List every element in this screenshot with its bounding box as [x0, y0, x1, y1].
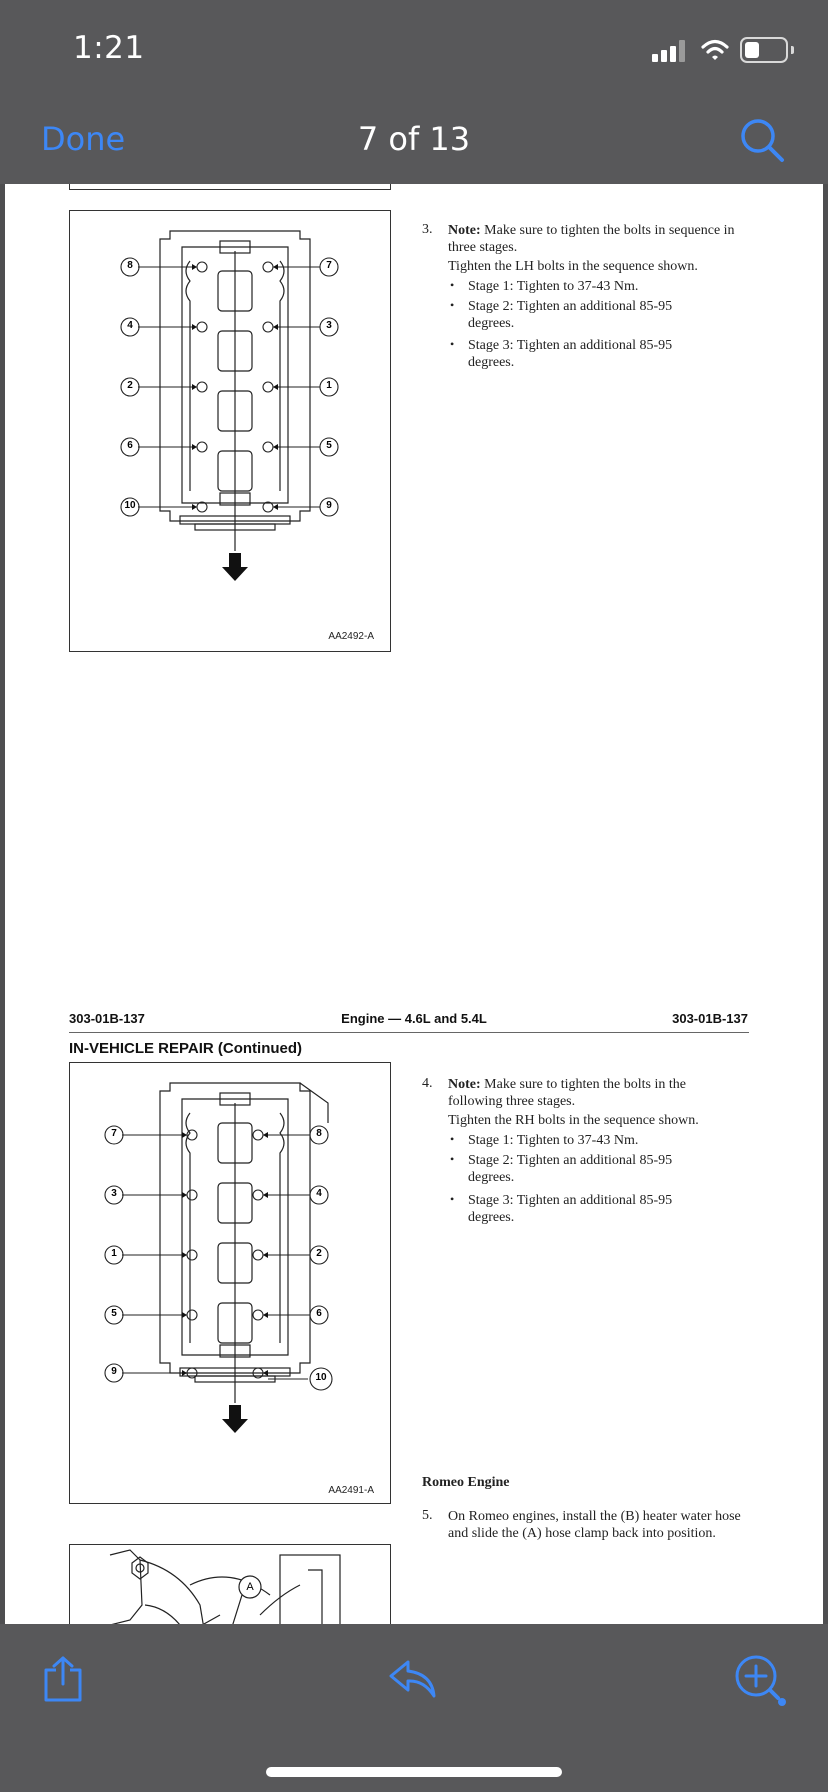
note-text: Make sure to tighten the bolts in the fo… — [448, 1077, 686, 1109]
page-header-right: 303-01B-137 — [672, 1011, 748, 1026]
lh-cylinder-head-diagram — [120, 230, 339, 581]
document-page: 303-01B-137 Engine — 4.6L and 5.4L 303-0… — [5, 960, 823, 1624]
bolt-number-label: 10 — [315, 1372, 327, 1383]
home-indicator[interactable] — [266, 1767, 562, 1777]
bolt-number-label: 9 — [111, 1366, 117, 1377]
bullet-marker: • — [450, 298, 455, 312]
header-rule — [69, 1032, 749, 1033]
bolt-number-label: 10 — [124, 500, 136, 511]
done-button[interactable]: Done — [41, 120, 126, 158]
zoom-in-icon[interactable] — [732, 1652, 788, 1708]
step-text: On Romeo engines, install the (B) heater… — [448, 1509, 741, 1541]
figure-id: AA2491-A — [328, 1485, 374, 1496]
bolt-number-label: 1 — [111, 1248, 117, 1259]
note-text: Make sure to tighten the bolts in sequen… — [448, 223, 735, 255]
stage-item: Stage 3: Tighten an additional 85-95 deg… — [468, 338, 673, 370]
heater-hose-diagram — [109, 1549, 341, 1624]
callout-label: A — [246, 1581, 254, 1593]
battery-icon — [740, 37, 788, 63]
page-header-left: 303-01B-137 — [69, 1011, 145, 1026]
bolt-number-label: 3 — [111, 1188, 117, 1199]
status-time: 1:21 — [73, 30, 145, 66]
bolt-number-label: 2 — [127, 380, 133, 391]
bullet-marker: • — [450, 1192, 455, 1206]
share-icon[interactable] — [42, 1656, 84, 1702]
step-note: Note: Make sure to tighten the bolts in … — [448, 1076, 738, 1110]
note-label: Note: — [448, 1077, 481, 1092]
bolt-number-label: 5 — [326, 440, 332, 451]
figure-id: AA2492-A — [328, 631, 374, 642]
step-instruction: Tighten the LH bolts in the sequence sho… — [448, 259, 698, 274]
bullet-marker: • — [450, 1132, 455, 1146]
stage-item: Stage 3: Tighten an additional 85-95 deg… — [468, 1193, 673, 1225]
stage-item: Stage 1: Tighten to 37-43 Nm. — [468, 279, 639, 294]
bolt-number-label: 4 — [316, 1188, 322, 1199]
bolt-number-label: 4 — [127, 320, 133, 331]
page-header-center: Engine — 4.6L and 5.4L — [341, 1011, 487, 1026]
bolt-number-label: 5 — [111, 1308, 117, 1319]
bolt-number-label: 1 — [326, 380, 332, 391]
bullet-marker: • — [450, 337, 455, 351]
note-label: Note: — [448, 223, 481, 238]
bolt-number-label: 7 — [326, 260, 332, 271]
search-icon[interactable] — [738, 116, 786, 164]
cellular-signal-icon — [652, 40, 688, 62]
previous-figure-box: A26256-B — [69, 184, 391, 190]
document-viewer[interactable]: A26256-B — [0, 184, 828, 1624]
wifi-icon — [701, 39, 729, 60]
bullet-marker: • — [450, 278, 455, 292]
step-note: Note: Make sure to tighten the bolts in … — [448, 222, 738, 256]
bolt-number-label: 9 — [326, 500, 332, 511]
status-bar: 1:21 — [0, 0, 828, 100]
romeo-engine-figure: A — [69, 1544, 391, 1624]
stage-item: Stage 1: Tighten to 37-43 Nm. — [468, 1133, 639, 1148]
navigation-bar: 7 of 13 Done — [0, 100, 828, 184]
reply-icon[interactable] — [388, 1658, 438, 1700]
bolt-number-label: 7 — [111, 1128, 117, 1139]
bolt-number-label: 8 — [127, 260, 133, 271]
rh-cylinder-head-diagram — [104, 1082, 333, 1433]
step-instruction: Tighten the RH bolts in the sequence sho… — [448, 1113, 699, 1128]
bullet-marker: • — [450, 1152, 455, 1166]
bolt-number-label: 6 — [127, 440, 133, 451]
bolt-number-label: 6 — [316, 1308, 322, 1319]
rh-bolt-sequence-figure: 7 3 1 5 9 8 4 2 6 10 AA2491-A — [69, 1062, 391, 1504]
step-number: 3. — [422, 222, 433, 237]
stage-item: Stage 2: Tighten an additional 85-95 deg… — [468, 299, 673, 331]
step-number: 5. — [422, 1508, 433, 1523]
subheading: Romeo Engine — [422, 1475, 510, 1490]
bolt-number-label: 2 — [316, 1248, 322, 1259]
stage-item: Stage 2: Tighten an additional 85-95 deg… — [468, 1153, 673, 1185]
bolt-number-label: 3 — [326, 320, 332, 331]
bolt-number-label: 8 — [316, 1128, 322, 1139]
page-indicator: 7 of 13 — [357, 120, 471, 158]
section-title: IN-VEHICLE REPAIR (Continued) — [69, 1040, 303, 1057]
lh-bolt-sequence-figure: 8 4 2 6 10 7 3 1 5 9 AA2492-A — [69, 210, 391, 652]
bottom-toolbar — [0, 1624, 828, 1792]
step-number: 4. — [422, 1076, 433, 1091]
